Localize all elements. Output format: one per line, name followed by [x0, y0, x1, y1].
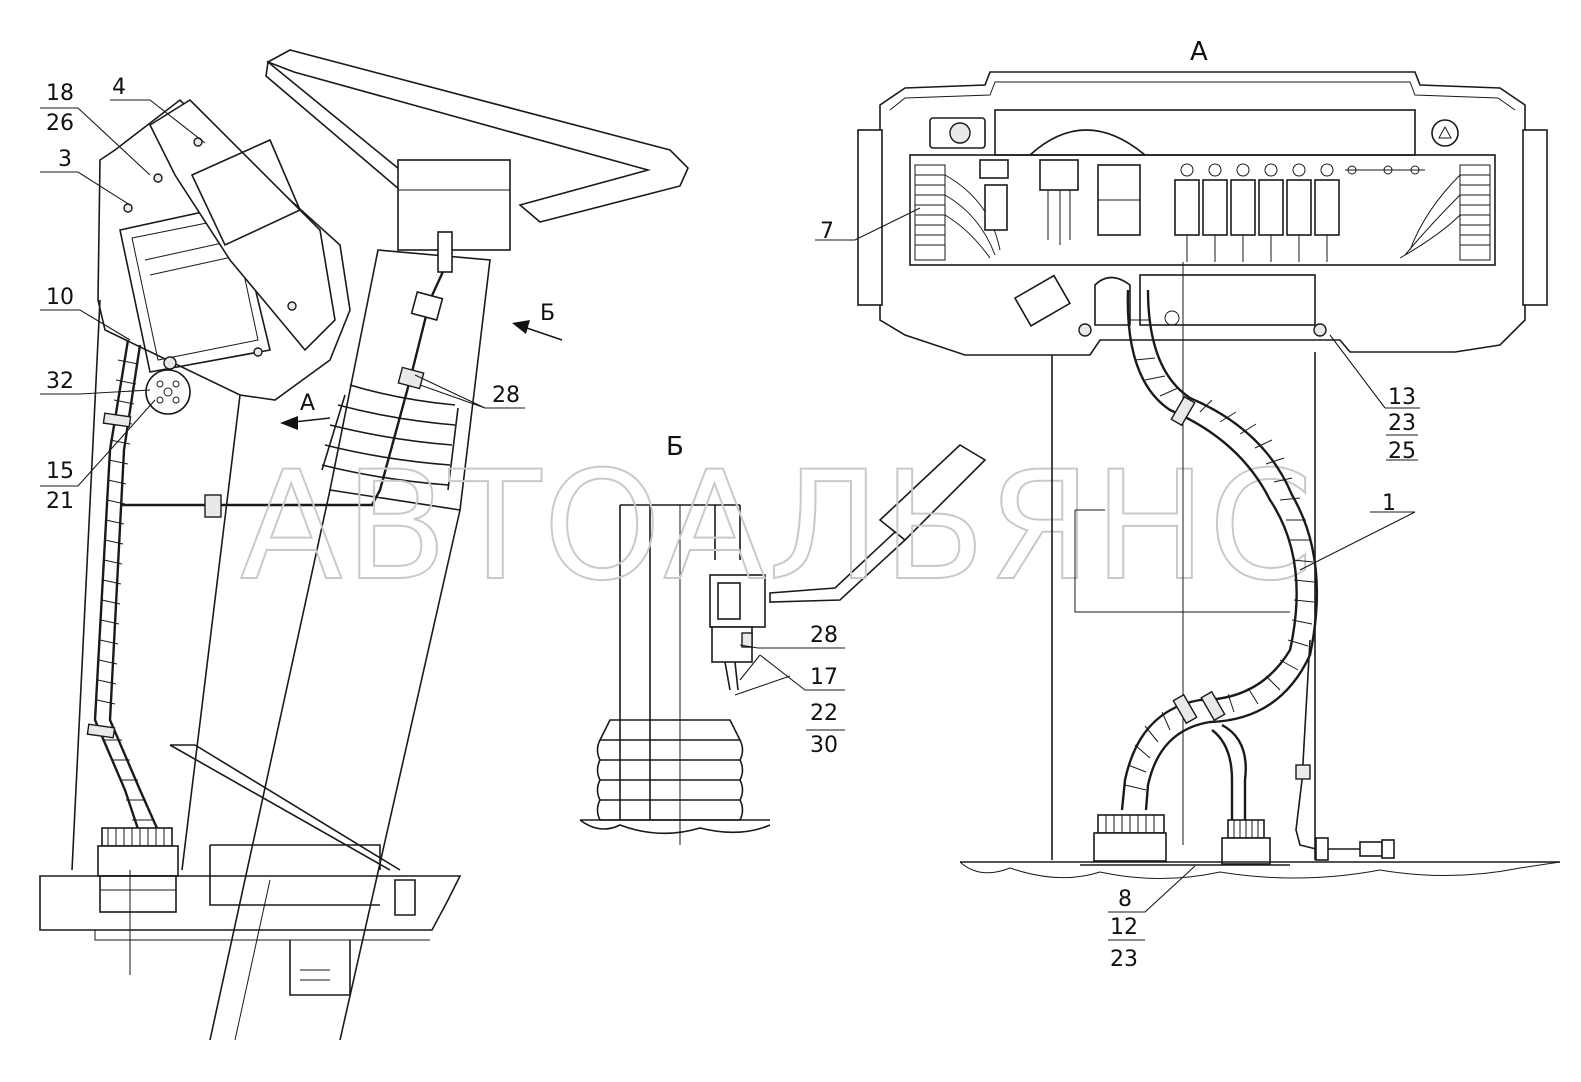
view-b-detail [579, 444, 987, 845]
callout-13: 13 [1388, 385, 1416, 410]
callout-22: 22 [810, 701, 838, 726]
callout-8: 8 [1118, 887, 1132, 912]
terminal-strip-right [1459, 164, 1491, 261]
round-connector [145, 369, 191, 415]
callout-fraction-bars [44, 107, 1418, 941]
callout-28-switch: 28 [810, 623, 838, 648]
steering-wheel [266, 49, 689, 223]
callout-18: 18 [46, 81, 74, 106]
floor-plate-left [39, 875, 462, 931]
callout-28-column: 28 [492, 383, 520, 408]
terminal-strip-left [914, 164, 946, 261]
callout-25: 25 [1388, 439, 1416, 464]
callout-1: 1 [1382, 491, 1396, 516]
left-side-view [39, 49, 689, 1041]
steering-hub [397, 159, 511, 251]
view-arrow-b: Б [512, 301, 563, 341]
callout-26: 26 [46, 111, 74, 136]
watermark: АВТОАЛЬЯНС [240, 440, 1315, 614]
corrugated-harness-right [1120, 289, 1321, 851]
callout-21: 21 [46, 489, 74, 514]
callout-17: 17 [810, 665, 838, 690]
relay-row [1174, 163, 1340, 262]
dashboard-housing [97, 98, 351, 401]
floor-connectors-right [1080, 814, 1395, 866]
right-front-view [857, 71, 1561, 879]
callout-23-top: 23 [1388, 411, 1416, 436]
corrugated-harness-left [86, 339, 162, 836]
view-title-b: Б [666, 432, 684, 462]
view-b-bellows [579, 719, 771, 835]
arrow-a-label: А [300, 391, 315, 416]
dashboard-front-housing [879, 71, 1526, 356]
callout-12: 12 [1110, 915, 1138, 940]
relay-panel [909, 154, 1496, 266]
view-title-a: А [1190, 37, 1208, 67]
callout-3: 3 [58, 147, 72, 172]
column-bellows [321, 384, 459, 491]
callout-32: 32 [46, 369, 74, 394]
callout-labels: 18 26 4 3 10 32 15 21 28 28 17 22 30 7 1… [46, 75, 1416, 972]
callout-15: 15 [46, 459, 74, 484]
callout-23-bottom: 23 [1110, 947, 1138, 972]
callout-7: 7 [820, 219, 834, 244]
floor-connector-left [97, 827, 179, 913]
callout-30: 30 [810, 733, 838, 758]
callout-4: 4 [112, 75, 126, 100]
callout-10: 10 [46, 285, 74, 310]
view-arrow-a: А [280, 391, 331, 430]
arrow-b-label: Б [540, 301, 555, 326]
